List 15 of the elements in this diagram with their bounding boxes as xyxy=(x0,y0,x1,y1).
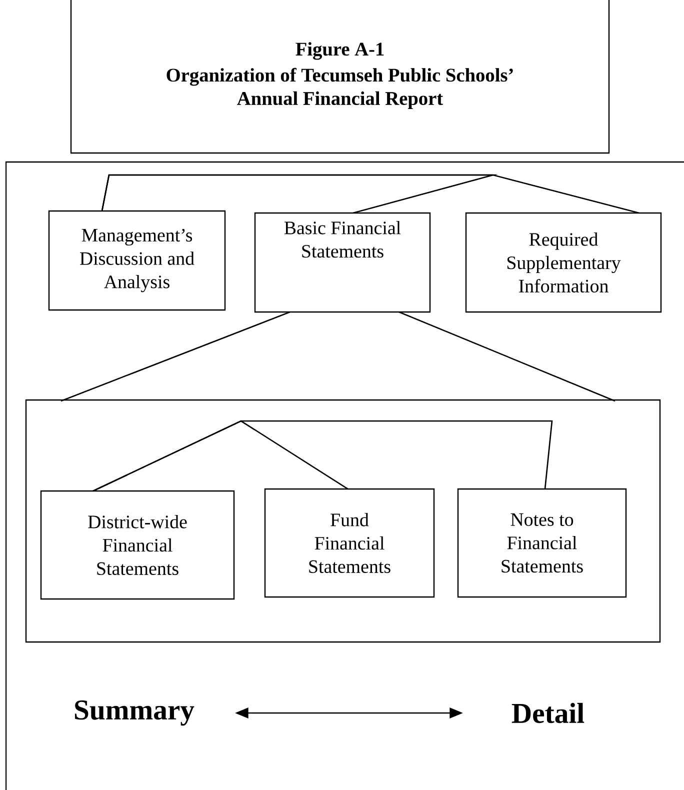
scale-label: Summary xyxy=(75,700,194,726)
connector-line xyxy=(60,311,290,402)
frame-box xyxy=(5,161,684,790)
section-box: Basic Financial Statements xyxy=(254,212,431,313)
section-box: Management’s Discussion and Analysis xyxy=(48,210,226,311)
section-box: Required Supplementary Information xyxy=(465,212,662,313)
connector-line xyxy=(398,311,616,402)
scale-label: Detail xyxy=(512,702,584,724)
section-box: Notes to Financial Statements xyxy=(457,488,627,598)
title-box: Figure A-1 Organization of Tecumseh Public Schools’ Annual Financial Report xyxy=(70,0,610,154)
group-box xyxy=(25,399,661,643)
section-box: District-wide Financial Statements xyxy=(40,490,235,600)
connector-line xyxy=(92,420,553,492)
connector-line xyxy=(101,174,640,214)
section-box: Fund Financial Statements xyxy=(264,488,435,598)
